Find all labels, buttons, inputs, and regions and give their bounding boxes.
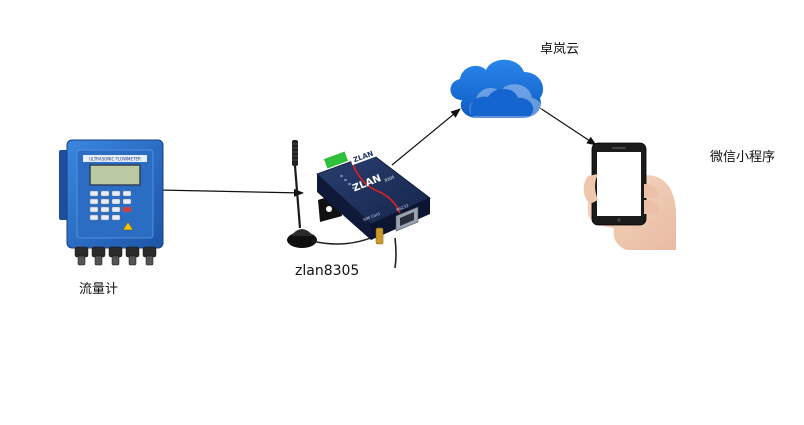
- arrow-gateway-to-cloud: [391, 108, 461, 166]
- flowmeter-device: ULTRASONIC FLOWMETER: [59, 139, 164, 266]
- gateway-sim-text: SIM Card: [362, 211, 381, 222]
- flowmeter-cable-glands: [74, 246, 157, 266]
- gateway-label: zlan8305: [295, 263, 360, 279]
- arrow-flowmeter-to-gateway: [157, 188, 304, 197]
- phone-screen: [597, 152, 641, 216]
- flowmeter-label: 流量计: [79, 282, 119, 297]
- antenna: [287, 140, 385, 248]
- gateway-model: 8305: [384, 174, 396, 183]
- phone-in-hand: [583, 142, 676, 250]
- warning-icon: [122, 221, 134, 231]
- cloud-label: 卓岚云: [540, 42, 580, 57]
- antenna-connector: [375, 227, 384, 245]
- flowmeter-keypad: [89, 190, 132, 221]
- mini-program-label: 微信小程序: [710, 150, 776, 165]
- cloud-icon: [450, 59, 544, 118]
- gateway-leds: [340, 175, 355, 189]
- flowmeter-lcd: [89, 164, 141, 186]
- flowmeter-panel-text: ULTRASONIC FLOWMETER: [89, 157, 141, 162]
- gateway-device: ZLAN ZLAN 8305 SIM Card RS232: [316, 147, 431, 269]
- arrow-cloud-to-phone: [539, 107, 597, 146]
- gateway-port-text: RS232: [395, 203, 409, 213]
